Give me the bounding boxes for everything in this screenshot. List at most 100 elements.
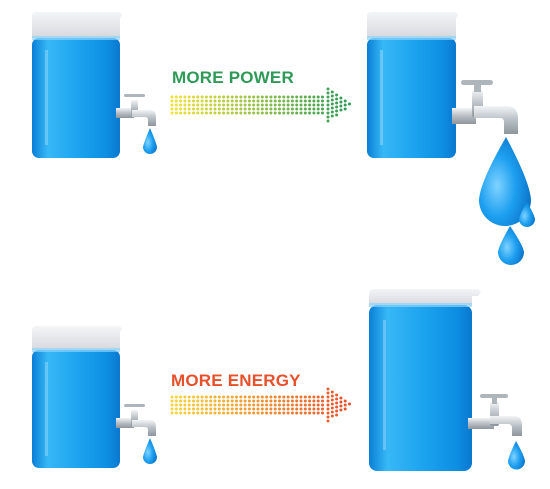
arrow-dot xyxy=(217,407,221,411)
arrow-dot xyxy=(192,103,195,107)
arrow-dot xyxy=(187,411,191,415)
arrow-dot xyxy=(348,402,351,406)
arrow-dot xyxy=(312,403,316,407)
arrow-dot xyxy=(286,111,290,115)
arrow-dot xyxy=(265,411,269,415)
arrow-dot xyxy=(235,103,238,107)
arrow-dot xyxy=(187,103,191,107)
water-beaker-icon xyxy=(32,38,120,158)
more-energy-label: MORE ENERGY xyxy=(171,371,301,390)
arrow-dot xyxy=(343,107,347,111)
arrow-dot xyxy=(239,407,243,411)
arrow-dot xyxy=(265,403,269,407)
arrow-dot xyxy=(230,395,234,399)
arrow-dot xyxy=(196,403,200,407)
arrow-dot xyxy=(243,111,247,115)
arrow-dot xyxy=(265,103,269,107)
arrow-dot xyxy=(256,399,260,403)
arrow-dot xyxy=(187,99,191,103)
arrow-dot xyxy=(213,407,217,411)
arrow-dot xyxy=(252,99,256,103)
arrow-dot xyxy=(308,411,312,415)
arrow-dot xyxy=(200,111,204,115)
arrow-dot xyxy=(339,400,343,404)
arrow-dot xyxy=(217,411,221,415)
arrow-dot xyxy=(312,103,316,107)
arrow-dot xyxy=(247,399,251,403)
arrow-dot xyxy=(273,399,277,403)
arrow-dot xyxy=(295,103,299,107)
arrow-dot xyxy=(260,407,264,411)
arrow-dot xyxy=(256,111,260,115)
arrow-dot xyxy=(278,399,281,403)
arrow-dot xyxy=(170,399,174,403)
arrow-dot xyxy=(321,399,324,403)
arrow-dot xyxy=(217,399,221,403)
arrow-dot xyxy=(247,99,251,103)
arrow-dot xyxy=(299,395,303,399)
water-drop-icon xyxy=(479,137,531,226)
arrow-dot xyxy=(308,107,312,111)
arrow-dot xyxy=(286,407,290,411)
dotted-arrow-icon xyxy=(170,387,351,423)
arrow-dot xyxy=(273,111,277,115)
arrow-dot xyxy=(339,404,343,408)
arrow-dot xyxy=(204,399,208,403)
arrow-dot xyxy=(170,103,174,107)
arrow-dot xyxy=(339,408,343,412)
arrow-dot xyxy=(326,403,330,407)
arrow-dot xyxy=(239,411,243,415)
arrow-dot xyxy=(299,103,303,107)
arrow-dot xyxy=(226,395,230,399)
arrow-dot xyxy=(196,99,200,103)
arrow-dot xyxy=(282,95,286,99)
arrow-dot xyxy=(213,411,217,415)
arrow-dot xyxy=(326,407,330,411)
arrow-dot xyxy=(278,407,281,411)
arrow-dot xyxy=(200,407,204,411)
arrow-dot xyxy=(235,99,238,103)
arrow-dot xyxy=(321,395,324,399)
arrow-dot xyxy=(308,403,312,407)
arrow-dot xyxy=(217,99,221,103)
arrow-dot xyxy=(226,107,230,111)
arrow-dot xyxy=(252,399,256,403)
arrow-dot xyxy=(256,103,260,107)
arrow-dot xyxy=(170,395,174,399)
arrow-dot xyxy=(247,103,251,107)
arrow-dot xyxy=(290,99,294,103)
arrow-dot xyxy=(326,391,330,395)
arrow-dot xyxy=(183,407,187,411)
arrow-dot xyxy=(326,115,330,119)
arrow-dot xyxy=(200,103,204,107)
arrow-dot xyxy=(308,95,312,99)
arrow-dot xyxy=(183,403,187,407)
arrow-dot xyxy=(321,403,324,407)
arrow-dot xyxy=(256,107,260,111)
arrow-dot xyxy=(217,395,221,399)
arrow-dot xyxy=(222,407,226,411)
arrow-dot xyxy=(299,399,303,403)
arrow-dot xyxy=(303,95,307,99)
arrow-dot xyxy=(213,95,217,99)
arrow-dot xyxy=(308,99,312,103)
arrow-dot xyxy=(204,95,208,99)
arrow-dot xyxy=(330,94,334,98)
arrow-dot xyxy=(335,413,339,417)
arrow-dot xyxy=(326,119,330,123)
arrow-dot xyxy=(316,103,320,107)
arrow-dot xyxy=(174,107,178,111)
arrow-dot xyxy=(217,95,221,99)
arrow-dot xyxy=(226,95,230,99)
arrow-dot xyxy=(260,111,264,115)
arrow-dot xyxy=(278,95,281,99)
arrow-dot xyxy=(260,395,264,399)
arrow-dot xyxy=(321,95,324,99)
arrow-dot xyxy=(196,103,200,107)
arrow-dot xyxy=(174,411,178,415)
arrow-dot xyxy=(339,396,343,400)
arrow-dot xyxy=(295,403,299,407)
arrow-dot xyxy=(252,395,256,399)
arrow-dot xyxy=(286,95,290,99)
arrow-dot xyxy=(235,95,238,99)
